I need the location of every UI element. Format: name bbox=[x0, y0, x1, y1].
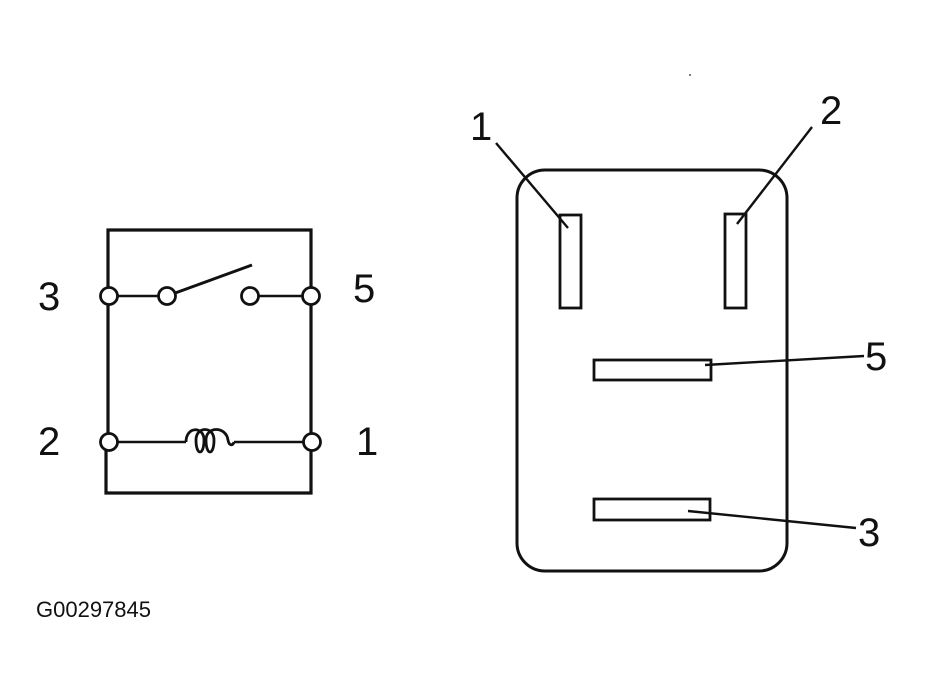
terminal-3 bbox=[99, 286, 119, 306]
relay-connector-view: 1 2 5 3 bbox=[470, 74, 887, 573]
leader-line-2 bbox=[736, 126, 813, 225]
schematic-label-2: 2 bbox=[38, 420, 60, 464]
terminal-5 bbox=[301, 286, 321, 306]
pin-3-slot bbox=[592, 497, 712, 522]
switch-contact-terminal bbox=[240, 286, 260, 306]
schematic-label-5: 5 bbox=[353, 267, 375, 311]
pin-1-slot bbox=[558, 213, 583, 310]
pin-5-slot bbox=[592, 358, 713, 382]
leader-line-3 bbox=[687, 509, 857, 530]
connector-label-5: 5 bbox=[865, 335, 887, 379]
connector-label-1: 1 bbox=[470, 105, 492, 149]
coil-icon bbox=[184, 428, 236, 454]
scan-speck bbox=[689, 74, 691, 76]
schematic-label-1: 1 bbox=[356, 420, 378, 464]
switch-pivot-terminal bbox=[157, 286, 177, 306]
schematic-label-3: 3 bbox=[38, 275, 60, 319]
schematic-frame bbox=[104, 228, 313, 495]
leader-line-1 bbox=[495, 142, 569, 229]
terminal-1 bbox=[302, 432, 322, 452]
connector-label-3: 3 bbox=[858, 511, 880, 555]
figure-id: G00297845 bbox=[36, 597, 151, 622]
pin-2-slot bbox=[723, 212, 748, 310]
connector-label-2: 2 bbox=[820, 89, 842, 133]
terminal-2 bbox=[99, 432, 119, 452]
switch-blade bbox=[166, 263, 253, 298]
relay-schematic: 3 5 2 1 bbox=[38, 228, 378, 495]
leader-line-5 bbox=[704, 354, 865, 367]
